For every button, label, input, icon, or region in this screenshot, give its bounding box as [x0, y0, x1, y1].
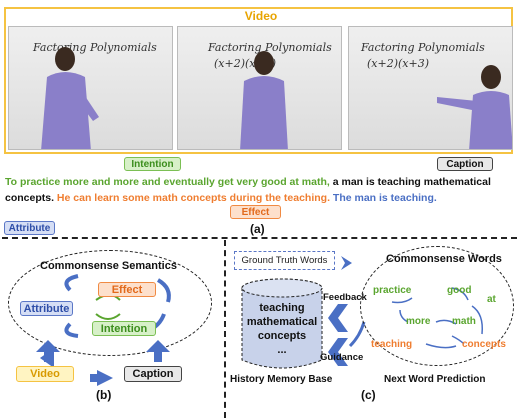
- caption-input: Caption: [124, 366, 182, 382]
- panel-a-label: (a): [250, 222, 265, 236]
- attribute-tag: Attribute: [4, 221, 55, 235]
- intention-node: Intention: [92, 321, 156, 336]
- next-word-label: Next Word Prediction: [384, 374, 486, 385]
- memory-contents: teaching mathematical concepts ...: [243, 301, 321, 357]
- board-title: Factoring Polynomials: [361, 41, 485, 54]
- effect-text: He can learn some math concepts during t…: [54, 192, 330, 204]
- word-practice: practice: [373, 285, 412, 296]
- word-math: math: [452, 316, 476, 327]
- video-frame-2: Factoring Polynomials (x+2)(x+3): [177, 26, 342, 150]
- video-input: Video: [16, 366, 74, 382]
- word-good: good: [447, 285, 472, 296]
- caption-text: a man is teaching mathematical concepts.: [5, 176, 491, 204]
- horizontal-divider: [2, 237, 517, 239]
- vertical-divider: [224, 240, 226, 418]
- commonsense-words-title: Commonsense Words: [386, 253, 502, 265]
- feedback-arrow: [328, 304, 348, 332]
- board-equation: (x+2)(x+3): [367, 57, 430, 70]
- effect-node: Effect: [98, 282, 156, 297]
- commonsense-words-ellipse: [360, 246, 514, 366]
- attribute-node: Attribute: [20, 301, 73, 316]
- word-teaching: teaching: [371, 339, 413, 350]
- intention-tag: Intention: [124, 157, 181, 171]
- guidance-arrow: [328, 338, 348, 366]
- memory-word: concepts: [257, 330, 307, 342]
- panel-b-label: (b): [96, 388, 112, 402]
- caption-sentence: To practice more and more and eventually…: [5, 174, 515, 206]
- video-title: Video: [244, 9, 278, 23]
- teacher-figure: [437, 65, 512, 149]
- video-frame-3: Factoring Polynomials (x+2)(x+3): [348, 26, 513, 150]
- effect-tag: Effect: [230, 205, 281, 219]
- memory-word: teaching: [259, 302, 305, 314]
- attribute-text: The man is teaching.: [330, 192, 437, 204]
- feedback-label: Feedback: [323, 292, 367, 303]
- video-frame-1: Factoring Polynomials: [8, 26, 173, 150]
- history-memory-label: History Memory Base: [230, 374, 333, 385]
- panel-c-label: (c): [361, 388, 376, 402]
- word-concepts: concepts: [462, 339, 506, 350]
- board-title: Factoring Polynomials: [208, 41, 332, 54]
- caption-tag: Caption: [437, 157, 493, 171]
- memory-word: ...: [277, 344, 287, 356]
- intention-text: To practice more and more and eventually…: [5, 176, 330, 188]
- word-at: at: [487, 294, 496, 305]
- teacher-figure: [240, 51, 288, 149]
- word-more: more: [406, 316, 431, 327]
- commonsense-semantics-title: Commonsense Semantics: [40, 260, 177, 272]
- teacher-figure: [41, 47, 99, 149]
- ground-truth-words-box: Ground Truth Words: [234, 251, 335, 270]
- memory-word: mathematical: [246, 316, 318, 328]
- commonsense-semantics-ellipse: [8, 250, 212, 356]
- guidance-label: Guidance: [320, 352, 364, 363]
